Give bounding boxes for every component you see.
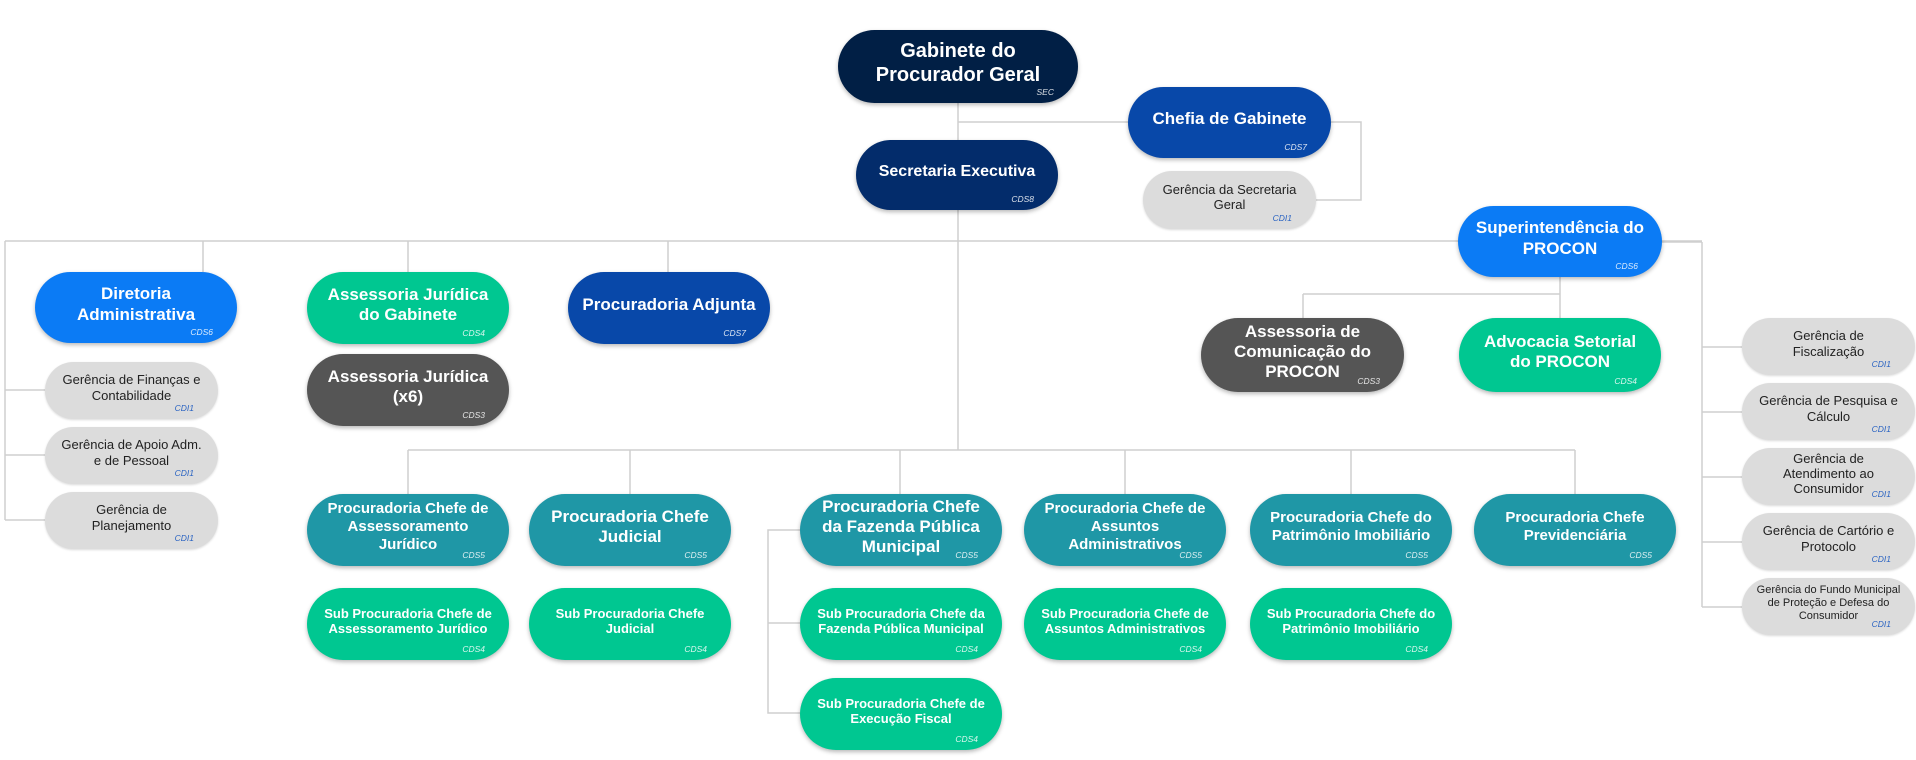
procuradoria-chefe-fazenda-node[interactable]: Procuradoria Chefe da Fazenda Pública Mu… xyxy=(800,494,1002,566)
node-label: Advocacia Setorial do PROCON xyxy=(1483,331,1637,371)
gerencia-fundo-municipal-node[interactable]: Gerência do Fundo Municipal de Proteção … xyxy=(1742,578,1915,635)
node-code: CDS4 xyxy=(462,643,485,654)
node-label: Sub Procuradoria Chefe do Patrimônio Imo… xyxy=(1266,605,1436,636)
procuradoria-chefe-assessoramento-node[interactable]: Procuradoria Chefe de Assessoramento Jur… xyxy=(307,494,509,566)
node-code: CDS5 xyxy=(1179,549,1202,560)
node-label: Procuradoria Chefe de Assuntos Administr… xyxy=(1044,500,1206,553)
node-code: SEC xyxy=(1036,86,1054,97)
superintendencia-procon-node[interactable]: Superintendência do PROCON CDS6 xyxy=(1458,206,1662,277)
gerencia-cartorio-protocolo-node[interactable]: Gerência de Cartório e Protocolo CDI1 xyxy=(1742,513,1915,570)
node-code: CDI1 xyxy=(174,402,194,413)
node-label: Assessoria Jurídica do Gabinete xyxy=(327,284,489,324)
node-code: CDS5 xyxy=(1629,549,1652,560)
gerencia-fiscalizacao-node[interactable]: Gerência de Fiscalização CDI1 xyxy=(1742,318,1915,375)
assessoria-comunicacao-procon-node[interactable]: Assessoria de Comunicação do PROCON CDS3 xyxy=(1201,318,1404,392)
sub-procuradoria-judicial-node[interactable]: Sub Procuradoria Chefe Judicial CDS4 xyxy=(529,588,731,660)
gerencia-financas-node[interactable]: Gerência de Finanças e Contabilidade CDI… xyxy=(45,362,218,419)
node-label: Gerência do Fundo Municipal de Proteção … xyxy=(1756,584,1901,622)
node-code: CDS3 xyxy=(462,409,485,420)
gabinete-procurador-geral-node[interactable]: Gabinete do Procurador Geral SEC xyxy=(838,30,1078,103)
node-code: CDS6 xyxy=(1615,260,1638,271)
gerencia-secretaria-geral-node[interactable]: Gerência da Secretaria Geral CDI1 xyxy=(1143,171,1316,229)
node-label: Procuradoria Chefe Judicial xyxy=(551,506,709,546)
procuradoria-chefe-judicial-node[interactable]: Procuradoria Chefe Judicial CDS5 xyxy=(529,494,731,566)
node-label: Sub Procuradoria Chefe de Assessoramento… xyxy=(324,605,492,636)
node-label: Chefia de Gabinete xyxy=(1152,109,1307,129)
sub-procuradoria-assessoramento-node[interactable]: Sub Procuradoria Chefe de Assessoramento… xyxy=(307,588,509,660)
node-label: Superintendência do PROCON xyxy=(1475,218,1645,258)
node-code: CDS4 xyxy=(1179,643,1202,654)
node-label: Procuradoria Chefe Previdenciária xyxy=(1505,509,1645,544)
node-code: CDS4 xyxy=(1405,643,1428,654)
node-code: CDS4 xyxy=(684,643,707,654)
node-label: Procuradoria Chefe de Assessoramento Jur… xyxy=(327,500,489,553)
node-code: CDI1 xyxy=(174,467,194,478)
node-code: CDS5 xyxy=(684,549,707,560)
gerencia-atendimento-node[interactable]: Gerência de Atendimento ao Consumidor CD… xyxy=(1742,448,1915,505)
sub-procuradoria-assuntos-node[interactable]: Sub Procuradoria Chefe de Assuntos Admin… xyxy=(1024,588,1226,660)
node-label: Procuradoria Chefe do Patrimônio Imobili… xyxy=(1270,509,1432,544)
node-label: Sub Procuradoria Chefe Judicial xyxy=(555,605,705,636)
procuradoria-chefe-patrimonio-node[interactable]: Procuradoria Chefe do Patrimônio Imobili… xyxy=(1250,494,1452,566)
node-label: Secretaria Executiva xyxy=(878,162,1036,180)
node-label: Diretoria Administrativa xyxy=(76,284,196,324)
chefia-de-gabinete-node[interactable]: Chefia de Gabinete CDS7 xyxy=(1128,87,1331,158)
node-code: CDS5 xyxy=(1405,549,1428,560)
procuradoria-adjunta-node[interactable]: Procuradoria Adjunta CDS7 xyxy=(568,272,770,344)
node-label: Gerência de Finanças e Contabilidade xyxy=(62,372,201,403)
node-label: Gerência da Secretaria Geral xyxy=(1162,181,1297,212)
node-label: Gerência de Atendimento ao Consumidor xyxy=(1782,450,1875,497)
node-code: CDS4 xyxy=(955,643,978,654)
node-label: Gerência de Apoio Adm. e de Pessoal xyxy=(61,437,202,468)
node-label: Procuradoria Adjunta xyxy=(582,294,756,314)
gerencia-planejamento-node[interactable]: Gerência de Planejamento CDI1 xyxy=(45,492,218,549)
node-label: Gerência de Pesquisa e Cálculo xyxy=(1759,393,1898,424)
node-code: CDS5 xyxy=(462,549,485,560)
node-label: Gerência de Planejamento xyxy=(91,502,172,533)
procuradoria-chefe-assuntos-node[interactable]: Procuradoria Chefe de Assuntos Administr… xyxy=(1024,494,1226,566)
node-label: Gerência de Cartório e Protocolo xyxy=(1762,523,1895,554)
node-label: Procuradoria Chefe da Fazenda Pública Mu… xyxy=(822,496,980,557)
node-code: CDI1 xyxy=(1272,212,1292,223)
node-code: CDS4 xyxy=(1614,375,1637,386)
node-code: CDI1 xyxy=(1871,488,1891,499)
sub-procuradoria-patrimonio-node[interactable]: Sub Procuradoria Chefe do Patrimônio Imo… xyxy=(1250,588,1452,660)
node-code: CDS7 xyxy=(723,327,746,338)
node-code: CDI1 xyxy=(1871,423,1891,434)
node-label: Sub Procuradoria Chefe de Execução Fisca… xyxy=(817,695,985,726)
diretoria-administrativa-node[interactable]: Diretoria Administrativa CDS6 xyxy=(35,272,237,343)
node-code: CDI1 xyxy=(174,532,194,543)
node-code: CDI1 xyxy=(1871,358,1891,369)
node-code: CDS7 xyxy=(1284,141,1307,152)
procuradoria-chefe-previdenciaria-node[interactable]: Procuradoria Chefe Previdenciária CDS5 xyxy=(1474,494,1676,566)
node-code: CDI1 xyxy=(1871,553,1891,564)
node-code: CDS8 xyxy=(1011,193,1034,204)
node-code: CDS6 xyxy=(190,326,213,337)
node-label: Gerência de Fiscalização xyxy=(1792,328,1865,359)
secretaria-executiva-node[interactable]: Secretaria Executiva CDS8 xyxy=(856,140,1058,210)
node-code: CDS4 xyxy=(955,733,978,744)
node-label: Gabinete do Procurador Geral xyxy=(875,39,1041,86)
node-code: CDS5 xyxy=(955,549,978,560)
gerencia-apoio-node[interactable]: Gerência de Apoio Adm. e de Pessoal CDI1 xyxy=(45,427,218,484)
assessoria-juridica-gabinete-node[interactable]: Assessoria Jurídica do Gabinete CDS4 xyxy=(307,272,509,344)
assessoria-juridica-x6-node[interactable]: Assessoria Jurídica (x6) CDS3 xyxy=(307,354,509,426)
node-label: Assessoria de Comunicação do PROCON xyxy=(1234,321,1371,382)
sub-procuradoria-execucao-fiscal-node[interactable]: Sub Procuradoria Chefe de Execução Fisca… xyxy=(800,678,1002,750)
node-label: Assessoria Jurídica (x6) xyxy=(327,366,489,406)
node-label: Sub Procuradoria Chefe de Assuntos Admin… xyxy=(1041,605,1209,636)
gerencia-pesquisa-calculo-node[interactable]: Gerência de Pesquisa e Cálculo CDI1 xyxy=(1742,383,1915,440)
node-code: CDS3 xyxy=(1357,375,1380,386)
node-code: CDS4 xyxy=(462,327,485,338)
node-label: Sub Procuradoria Chefe da Fazenda Públic… xyxy=(817,605,985,636)
advocacia-setorial-procon-node[interactable]: Advocacia Setorial do PROCON CDS4 xyxy=(1459,318,1661,392)
node-code: CDI1 xyxy=(1871,618,1891,629)
sub-procuradoria-fazenda-node[interactable]: Sub Procuradoria Chefe da Fazenda Públic… xyxy=(800,588,1002,660)
